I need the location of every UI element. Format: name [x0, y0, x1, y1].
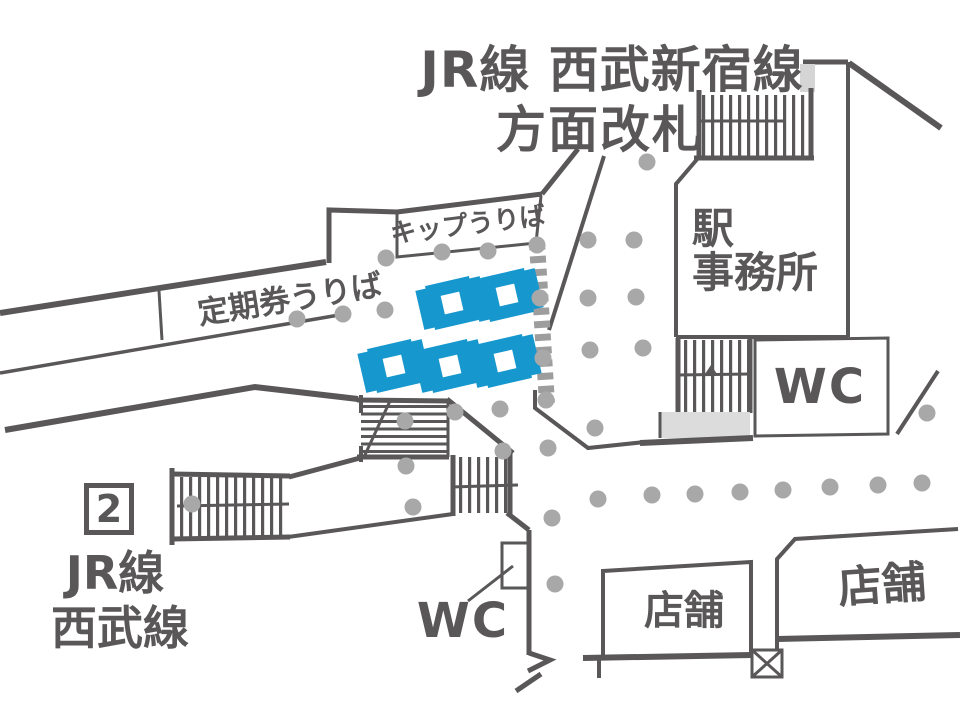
pillar-dot	[396, 412, 414, 430]
wc-bottom-label: WC	[416, 592, 510, 649]
pillar-dot	[288, 310, 306, 328]
map-title-line2: 方面改札	[496, 100, 704, 159]
wc-right-room	[753, 336, 890, 438]
shop-right-label: 店舗	[836, 556, 928, 614]
exit-number-badge: 2	[84, 483, 134, 535]
stair-direction-arrow	[705, 365, 717, 374]
pillar-dot	[579, 289, 597, 307]
station-office-label: 駅 事務所	[692, 204, 819, 298]
pillar-dot	[494, 442, 512, 460]
shop-right-walls	[775, 527, 960, 651]
pillar-dot	[534, 349, 552, 367]
upper-stairs	[694, 64, 815, 161]
pillar-dot	[531, 289, 549, 307]
pillar-dot	[446, 403, 464, 421]
pillar-dot	[528, 236, 546, 254]
stair-landing-strip	[800, 64, 815, 92]
exit-label-jr-line: JR線	[65, 545, 165, 600]
map-title-line1: JR線 西武新宿線	[420, 40, 804, 99]
walkway-walls	[287, 455, 532, 655]
wc-right-label: WC	[773, 358, 867, 415]
wc-bottom-room	[467, 541, 557, 694]
shop-left-walls	[582, 559, 753, 678]
pillar-dot	[774, 481, 792, 499]
pillar-dot	[581, 341, 599, 359]
pillar-dots	[183, 153, 936, 593]
gate-leader-line	[547, 155, 606, 331]
pillar-dot	[546, 575, 564, 593]
center-stairs-lower	[450, 452, 519, 516]
pillar-dot	[377, 249, 395, 267]
pillar-dot	[334, 305, 352, 323]
pillar-dot	[913, 474, 931, 492]
pillar-dot	[634, 339, 652, 357]
pillar-dot	[686, 485, 704, 503]
exit-label-seibu-line: 西武線	[51, 600, 189, 655]
pillar-dot	[404, 498, 422, 516]
pillar-dot	[433, 243, 451, 261]
pillar-dot	[821, 478, 839, 496]
commuter-pass-counter-walls	[0, 259, 359, 433]
pillar-dot	[731, 483, 749, 501]
pillar-dot	[397, 457, 415, 475]
pillar-dot	[537, 391, 555, 409]
pillar-dot	[869, 476, 887, 494]
station-office-walls	[674, 59, 943, 339]
pillar-dot	[638, 153, 656, 171]
ticket-gate-icon	[468, 334, 542, 388]
station-office-label-line2: 事務所	[692, 248, 819, 298]
pillar-dot	[589, 490, 607, 508]
pillar-dot	[643, 486, 661, 504]
pillar-dot	[491, 400, 509, 418]
pillar-x-box	[750, 648, 784, 679]
ticket-gates	[357, 268, 544, 393]
pillar-dot	[479, 242, 497, 260]
pillar-dot	[579, 231, 597, 249]
ticket-gate-icon	[470, 268, 544, 322]
pillar-dot	[183, 495, 201, 513]
ticket-office-walls	[326, 147, 580, 263]
pillar-dot	[627, 288, 645, 306]
pillar-dot	[625, 231, 643, 249]
station-office-label-line1: 駅	[692, 204, 735, 253]
shop-left-label: 店舗	[644, 588, 724, 634]
fare-gate-dashed-line	[529, 242, 555, 404]
center-stairs-upper	[356, 395, 515, 462]
pillar-dot	[376, 301, 394, 319]
pillar-dot	[539, 439, 557, 457]
concourse-walls	[533, 369, 940, 451]
pillar-dot	[918, 404, 936, 422]
pillar-dot	[543, 509, 561, 527]
stair-landing-slab	[660, 412, 750, 438]
right-stairs	[639, 338, 754, 446]
exit-number: 2	[95, 487, 123, 531]
pillar-dot	[586, 419, 604, 437]
